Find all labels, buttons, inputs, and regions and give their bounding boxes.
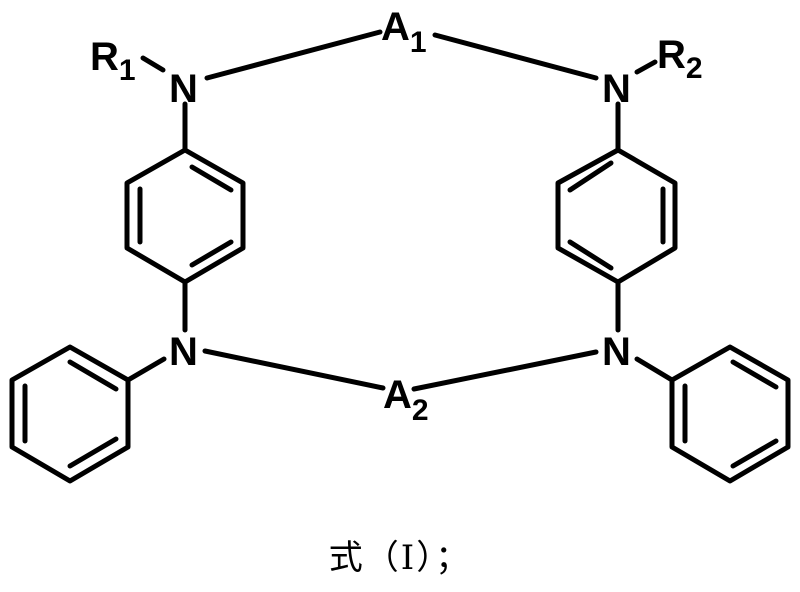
atom-n-top-left: N: [169, 67, 198, 111]
bond-a2-n4: [411, 349, 599, 392]
bond-n4-phenyl: [634, 356, 675, 383]
atom-n-top-right: N: [602, 67, 631, 111]
bond-r1-n1: [140, 55, 166, 73]
atom-r1: R1: [90, 35, 136, 87]
ring-para-phenylene-left: [124, 147, 246, 285]
atom-a1: A1: [381, 5, 427, 59]
bond-n3-phenyl: [125, 356, 167, 383]
bond-n1-a1: [204, 29, 383, 81]
formula-caption: 式（Ⅰ）；: [328, 538, 472, 578]
atom-a2: A2: [383, 373, 429, 427]
bond-n3-a2: [202, 348, 386, 391]
atom-n-bottom-left: N: [169, 330, 198, 374]
ring-phenyl-right: [669, 344, 791, 484]
bond-a1-n2: [432, 32, 599, 81]
atom-r2: R2: [657, 33, 703, 85]
ring-para-phenylene-right: [555, 147, 678, 285]
atom-n-bottom-right: N: [602, 330, 631, 374]
bond-n2-r2: [634, 59, 658, 75]
ring-phenyl-left: [9, 344, 131, 484]
